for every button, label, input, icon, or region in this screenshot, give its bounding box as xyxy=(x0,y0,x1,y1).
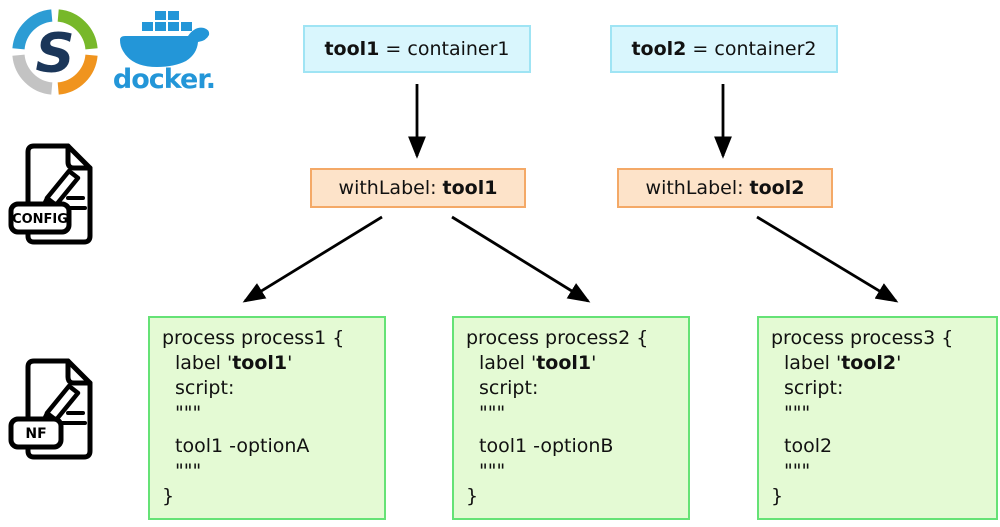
process-footer: } xyxy=(771,485,784,507)
label-suffix: ' xyxy=(287,352,293,374)
process-label-line: label 'tool1' xyxy=(466,351,684,376)
withlabel-tool2-box: withLabel: tool2 xyxy=(617,168,833,208)
triple-quote-open: """ xyxy=(175,402,202,424)
tool1-container-box: tool1 = container1 xyxy=(303,25,531,73)
singularity-letter: S xyxy=(35,21,74,85)
singularity-ring-gray xyxy=(12,54,53,95)
withlabel-tool1-value: tool1 xyxy=(442,177,498,199)
label-suffix: ' xyxy=(591,352,597,374)
singularity-ring-green xyxy=(57,9,98,50)
withlabel-tool2-value: tool2 xyxy=(749,177,805,199)
process-command: tool1 -optionB xyxy=(479,435,614,457)
tool1-name: tool1 xyxy=(324,38,380,60)
config-badge xyxy=(8,201,72,235)
tool2-name: tool2 xyxy=(631,38,687,60)
tool2-container-box: tool2 = container2 xyxy=(610,25,838,73)
page-fold xyxy=(65,143,93,171)
label-value: tool2 xyxy=(841,352,897,374)
triple-quote-close: """ xyxy=(175,460,202,482)
process-command: tool1 -optionA xyxy=(175,435,310,457)
page-fold xyxy=(65,358,93,386)
process3-box: process process3 { label 'tool2' script:… xyxy=(757,316,998,520)
triple-quote-open: """ xyxy=(784,402,811,424)
process2-box: process process2 { label 'tool1' script:… xyxy=(452,316,690,520)
label-value: tool1 xyxy=(536,352,592,374)
arrow-withlabel2-to-process3 xyxy=(756,215,899,303)
process-header: process process3 { xyxy=(771,327,954,349)
nf-file-icon: NF xyxy=(8,358,93,460)
config-badge-label: CONFIG xyxy=(12,212,68,227)
tool1-container-value: = container1 xyxy=(379,38,510,60)
singularity-ring-orange xyxy=(57,54,98,95)
process-footer: } xyxy=(466,485,479,507)
triple-quote-close: """ xyxy=(784,460,811,482)
docker-logo: docker. xyxy=(113,11,216,92)
withlabel-tool1-box: withLabel: tool1 xyxy=(310,168,526,208)
process-header: process process2 { xyxy=(466,327,649,349)
label-prefix: label ' xyxy=(175,352,233,374)
withlabel-prefix: withLabel: xyxy=(338,177,443,199)
triple-quote-open: """ xyxy=(479,402,506,424)
label-suffix: ' xyxy=(896,352,902,374)
arrow-withlabel1-to-process1 xyxy=(242,215,383,303)
label-prefix: label ' xyxy=(479,352,537,374)
process-footer: } xyxy=(162,485,175,507)
process-header: process process1 { xyxy=(162,327,345,349)
nf-badge xyxy=(8,416,64,450)
label-value: tool1 xyxy=(232,352,288,374)
config-file-icon: CONFIG xyxy=(8,143,93,245)
withlabel-prefix: withLabel: xyxy=(645,177,750,199)
process-script-line: script: xyxy=(479,377,539,399)
arrow-withlabel1-to-process2 xyxy=(451,215,591,303)
process1-box: process process1 { label 'tool1' script:… xyxy=(148,316,386,520)
process-label-line: label 'tool2' xyxy=(771,351,992,376)
singularity-logo: S xyxy=(12,9,98,95)
label-prefix: label ' xyxy=(784,352,842,374)
tool2-container-value: = container2 xyxy=(686,38,817,60)
docker-whale-icon xyxy=(120,11,210,67)
process-script-line: script: xyxy=(784,377,844,399)
process-script-line: script: xyxy=(175,377,235,399)
nf-badge-label: NF xyxy=(25,426,46,442)
triple-quote-close: """ xyxy=(479,460,506,482)
singularity-ring-blue xyxy=(12,9,53,50)
process-command: tool2 xyxy=(784,435,833,457)
docker-wordmark: docker. xyxy=(113,64,215,92)
process-label-line: label 'tool1' xyxy=(162,351,380,376)
